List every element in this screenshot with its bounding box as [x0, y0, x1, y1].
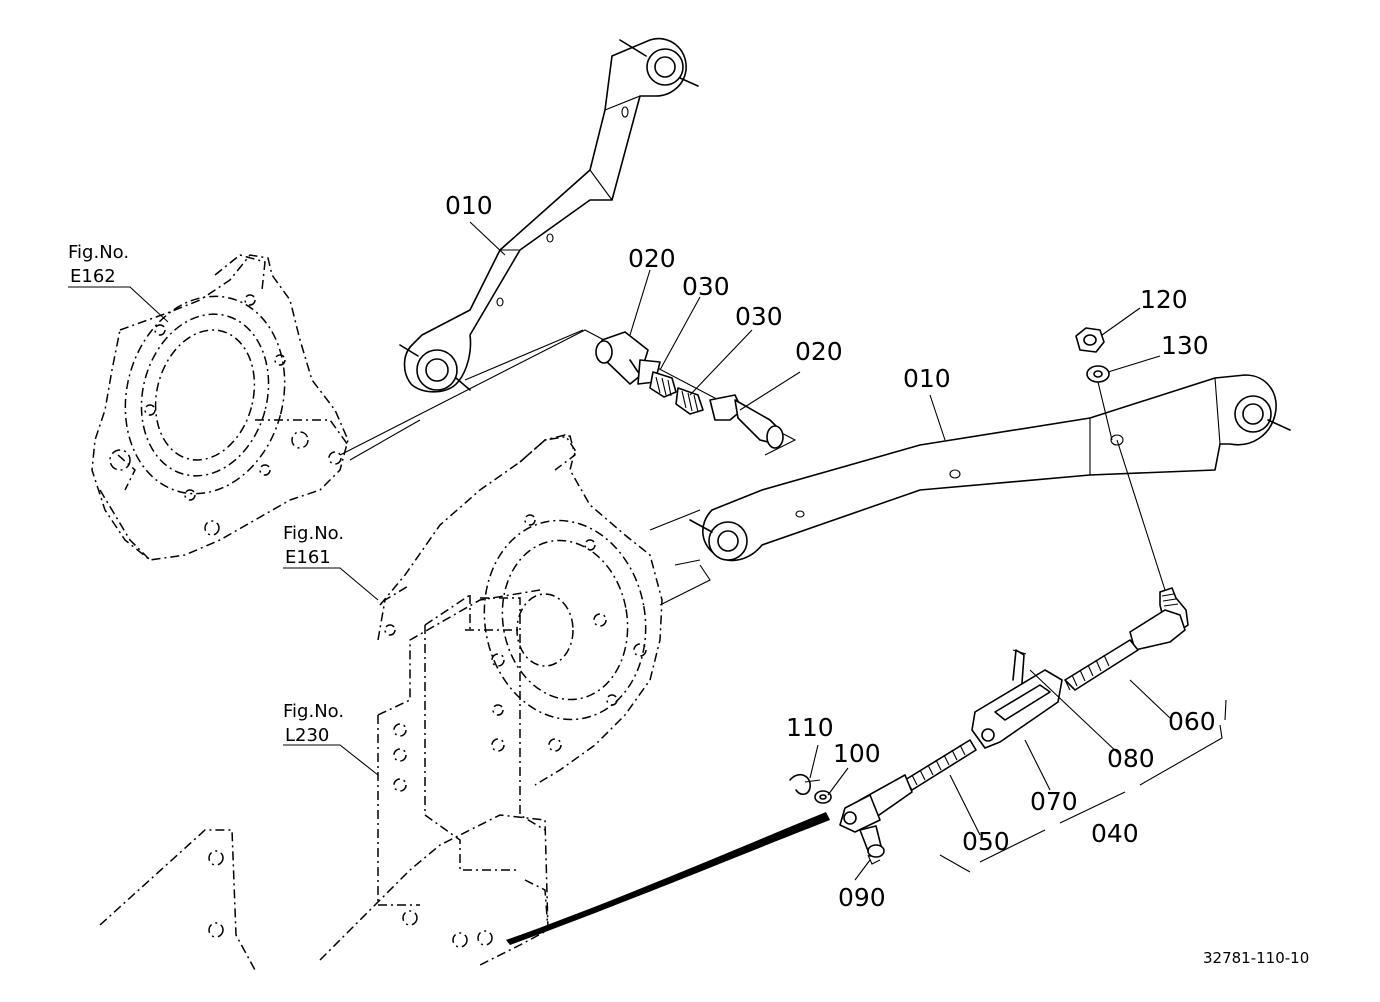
label-070: 070 — [1030, 787, 1078, 816]
nut-and-washer — [1075, 327, 1113, 441]
part-labels: 010 020 030 030 020 010 120 130 060 080 … — [445, 191, 1216, 912]
pin-assembly — [339, 329, 797, 456]
label-030-right: 030 — [735, 302, 783, 331]
lift-link-upper — [349, 37, 699, 461]
label-060: 060 — [1168, 707, 1216, 736]
fig-ref-e161-code: E161 — [285, 547, 331, 568]
reference-housing-e162 — [91, 254, 349, 561]
fig-ref-e162-code: E162 — [70, 266, 116, 287]
label-120: 120 — [1140, 285, 1188, 314]
figure-references: Fig.No. E162 Fig.No. E161 Fig.No. L230 — [68, 242, 344, 746]
lift-link-lower — [649, 374, 1291, 606]
drawing-number: 32781-110-10 — [1203, 949, 1309, 967]
leader-lines — [68, 221, 1171, 881]
fig-ref-e161-prefix: Fig.No. — [283, 523, 344, 544]
label-100: 100 — [833, 739, 881, 768]
reference-frame-l230 — [99, 589, 549, 971]
label-030-left: 030 — [682, 272, 730, 301]
fig-ref-l230-prefix: Fig.No. — [283, 701, 344, 722]
label-020-right: 020 — [795, 337, 843, 366]
label-090: 090 — [838, 883, 886, 912]
label-050: 050 — [962, 827, 1010, 856]
assembly-040-bracket — [939, 699, 1227, 873]
label-020-left: 020 — [628, 244, 676, 273]
fig-ref-e162-prefix: Fig.No. — [68, 242, 129, 263]
label-010-upper: 010 — [445, 191, 493, 220]
fig-ref-l230-code: L230 — [285, 725, 329, 746]
label-040: 040 — [1091, 819, 1139, 848]
label-010-lower: 010 — [903, 364, 951, 393]
label-130: 130 — [1161, 331, 1209, 360]
attachment-pointer — [506, 812, 830, 945]
label-080: 080 — [1107, 744, 1155, 773]
lift-rod-assembly — [789, 439, 1189, 865]
label-110: 110 — [786, 713, 834, 742]
